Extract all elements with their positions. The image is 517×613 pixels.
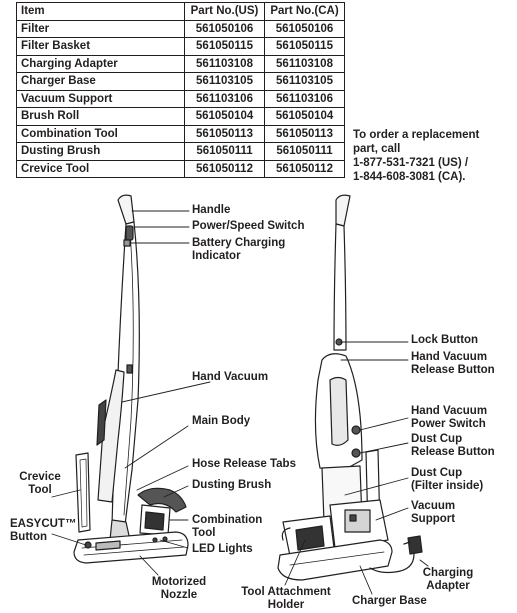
label-line: Tool <box>28 484 52 496</box>
label-line: EASYCUT™ <box>10 518 77 530</box>
label-combination-tool: Combination Tool <box>192 514 262 540</box>
label-line: Hand Vacuum <box>411 405 488 417</box>
order-note-line: To order a replacement <box>353 129 480 141</box>
label-line: Button <box>10 531 48 543</box>
cell-item: Charging Adapter <box>16 54 185 73</box>
left-vacuum-drawing <box>73 194 189 564</box>
label-line: Tool Attachment <box>241 586 331 598</box>
label-charger-base: Charger Base <box>352 595 427 607</box>
cell-part-ca: 561103106 <box>264 89 345 108</box>
label-line: Battery Charging <box>192 237 286 249</box>
label-line: Release Button <box>411 446 495 458</box>
label-line: Dust Cup <box>411 467 463 479</box>
label-hand-vacuum-power-switch: Hand Vacuum Power Switch <box>411 405 487 431</box>
cell-part-us: 561103106 <box>184 89 265 108</box>
label-line: Hand Vacuum <box>411 351 488 363</box>
cell-part-us: 561050106 <box>184 19 265 38</box>
order-note: To order a replacement part, call 1-877-… <box>353 128 513 184</box>
order-note-line: part, call <box>353 143 401 155</box>
label-line: Dust Cup <box>411 433 463 445</box>
label-power-speed-switch: Power/Speed Switch <box>192 220 305 232</box>
label-hose-release-tabs: Hose Release Tabs <box>192 458 296 470</box>
label-dust-cup: Dust Cup (Filter inside) <box>411 467 483 493</box>
cell-part-ca: 561050112 <box>264 159 345 178</box>
label-line: Tool <box>192 527 216 539</box>
cell-item: Dusting Brush <box>16 142 185 161</box>
cell-part-ca: 561050106 <box>264 19 345 38</box>
order-note-line: 1-877-531-7321 (US) / <box>353 157 469 169</box>
label-easycut-button: EASYCUT™ Button <box>10 518 76 544</box>
label-motorized-nozzle: Motorized Nozzle <box>146 576 212 602</box>
label-line: Indicator <box>192 250 241 262</box>
cell-part-ca: 561050104 <box>264 107 345 126</box>
label-hand-vacuum-release-button: Hand Vacuum Release Button <box>411 351 495 377</box>
cell-item: Combination Tool <box>16 124 185 143</box>
label-vacuum-support: Vacuum Support <box>411 500 455 526</box>
label-line: Release Button <box>411 364 495 376</box>
label-battery-charging-indicator: Battery Charging Indicator <box>192 237 285 263</box>
label-lock-button: Lock Button <box>411 334 479 346</box>
label-line: Power Switch <box>411 418 486 430</box>
cell-part-us: 561050112 <box>184 159 265 178</box>
cell-part-us: 561103105 <box>184 72 265 91</box>
label-crevice-tool: Crevice Tool <box>14 471 66 497</box>
label-line: Nozzle <box>160 589 198 601</box>
label-charging-adapter: Charging Adapter <box>420 567 476 593</box>
label-line: Motorized <box>151 576 207 588</box>
cell-item: Charger Base <box>16 72 185 91</box>
label-line: Support <box>411 513 456 525</box>
label-dust-cup-release-button: Dust Cup Release Button <box>411 433 495 459</box>
label-line: (Filter inside) <box>411 480 484 492</box>
cell-item: Crevice Tool <box>16 159 185 178</box>
cell-part-ca: 561050115 <box>264 37 345 56</box>
label-line: Holder <box>267 599 305 611</box>
label-line: Adapter <box>426 580 470 592</box>
label-main-body: Main Body <box>192 415 251 427</box>
order-note-line: 1-844-608-3081 (CA). <box>353 171 466 183</box>
label-led-lights: LED Lights <box>192 543 253 555</box>
label-line: Charging <box>422 567 474 579</box>
label-dusting-brush: Dusting Brush <box>192 479 272 491</box>
label-tool-attachment-holder: Tool Attachment Holder <box>236 586 336 612</box>
cell-part-us: 561050104 <box>184 107 265 126</box>
label-line: Combination <box>192 514 263 526</box>
cell-item: Vacuum Support <box>16 89 185 108</box>
callout-lines <box>51 210 429 595</box>
cell-part-ca: 561050111 <box>264 142 345 161</box>
label-handle: Handle <box>192 204 231 216</box>
right-vacuum-drawing <box>277 194 423 581</box>
label-line: Crevice <box>19 471 61 483</box>
label-hand-vacuum: Hand Vacuum <box>192 371 269 383</box>
label-line: Vacuum <box>411 500 456 512</box>
